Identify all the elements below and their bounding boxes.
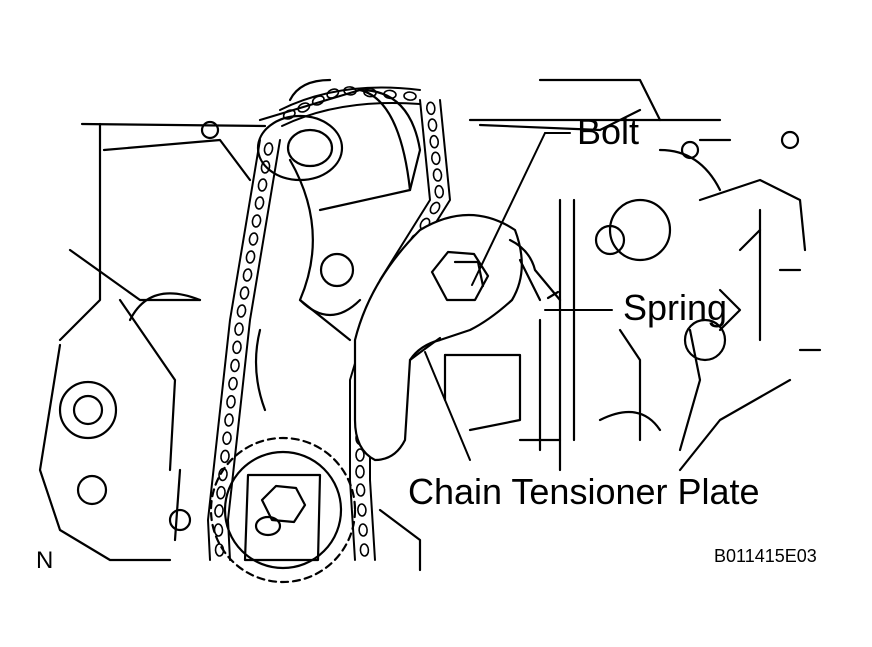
tensioner-spring xyxy=(508,238,562,302)
chain-link xyxy=(251,214,262,228)
chain-link xyxy=(226,395,236,409)
chain-link xyxy=(403,91,417,101)
orientation-label: N xyxy=(36,547,54,574)
tensioner-bolt xyxy=(430,250,490,302)
chain-link xyxy=(236,304,247,318)
figure-code: B011415E03 xyxy=(714,546,817,566)
chain-link xyxy=(434,184,445,199)
chain-link xyxy=(230,358,240,373)
chain-link xyxy=(254,196,265,210)
chain-link xyxy=(257,178,268,192)
chain-link xyxy=(358,523,368,537)
chain-link xyxy=(228,376,238,391)
chain-link xyxy=(429,201,441,215)
chain-link xyxy=(282,109,296,120)
chain-link xyxy=(425,101,436,116)
chain-link xyxy=(429,134,440,149)
crank-nut xyxy=(254,484,307,537)
engine-block-holes xyxy=(58,120,800,532)
chain-link xyxy=(357,503,367,517)
chain-link xyxy=(234,322,244,336)
chain-link xyxy=(432,168,443,182)
chain-link xyxy=(213,523,224,537)
chain-link xyxy=(242,268,253,282)
spring-label: Spring xyxy=(623,287,728,328)
chain-link xyxy=(355,483,366,497)
chain-tensioner-plate-label: Chain Tensioner Plate xyxy=(408,471,760,512)
engine-block-outline xyxy=(38,78,822,572)
chain-link xyxy=(343,86,357,96)
chain-link xyxy=(311,95,325,106)
chain-link xyxy=(383,89,397,100)
chain-link xyxy=(355,448,365,462)
bolt-label: Bolt xyxy=(577,111,640,152)
chain-link xyxy=(263,142,274,156)
chain-link xyxy=(220,449,230,464)
crankshaft-sprocket xyxy=(209,436,357,584)
chain-link xyxy=(222,431,232,445)
chain-link xyxy=(430,151,441,166)
chain-link xyxy=(232,340,242,355)
chain-link xyxy=(363,87,377,98)
chain-link xyxy=(245,250,256,264)
bolt-leader xyxy=(471,132,546,286)
chain-link xyxy=(248,232,259,246)
chain-link xyxy=(297,102,311,113)
chain-link xyxy=(239,286,250,300)
chain-link xyxy=(216,485,226,500)
chain-link xyxy=(326,88,340,99)
chain-link xyxy=(260,160,271,174)
chain-link xyxy=(355,464,365,479)
chain-tensioner-plate xyxy=(353,214,523,462)
chain-link xyxy=(427,118,438,132)
chain-link xyxy=(224,413,234,427)
chain-link xyxy=(359,543,370,557)
plate-leader xyxy=(424,351,471,461)
leader-lines xyxy=(424,132,613,461)
chain-link xyxy=(214,504,224,518)
